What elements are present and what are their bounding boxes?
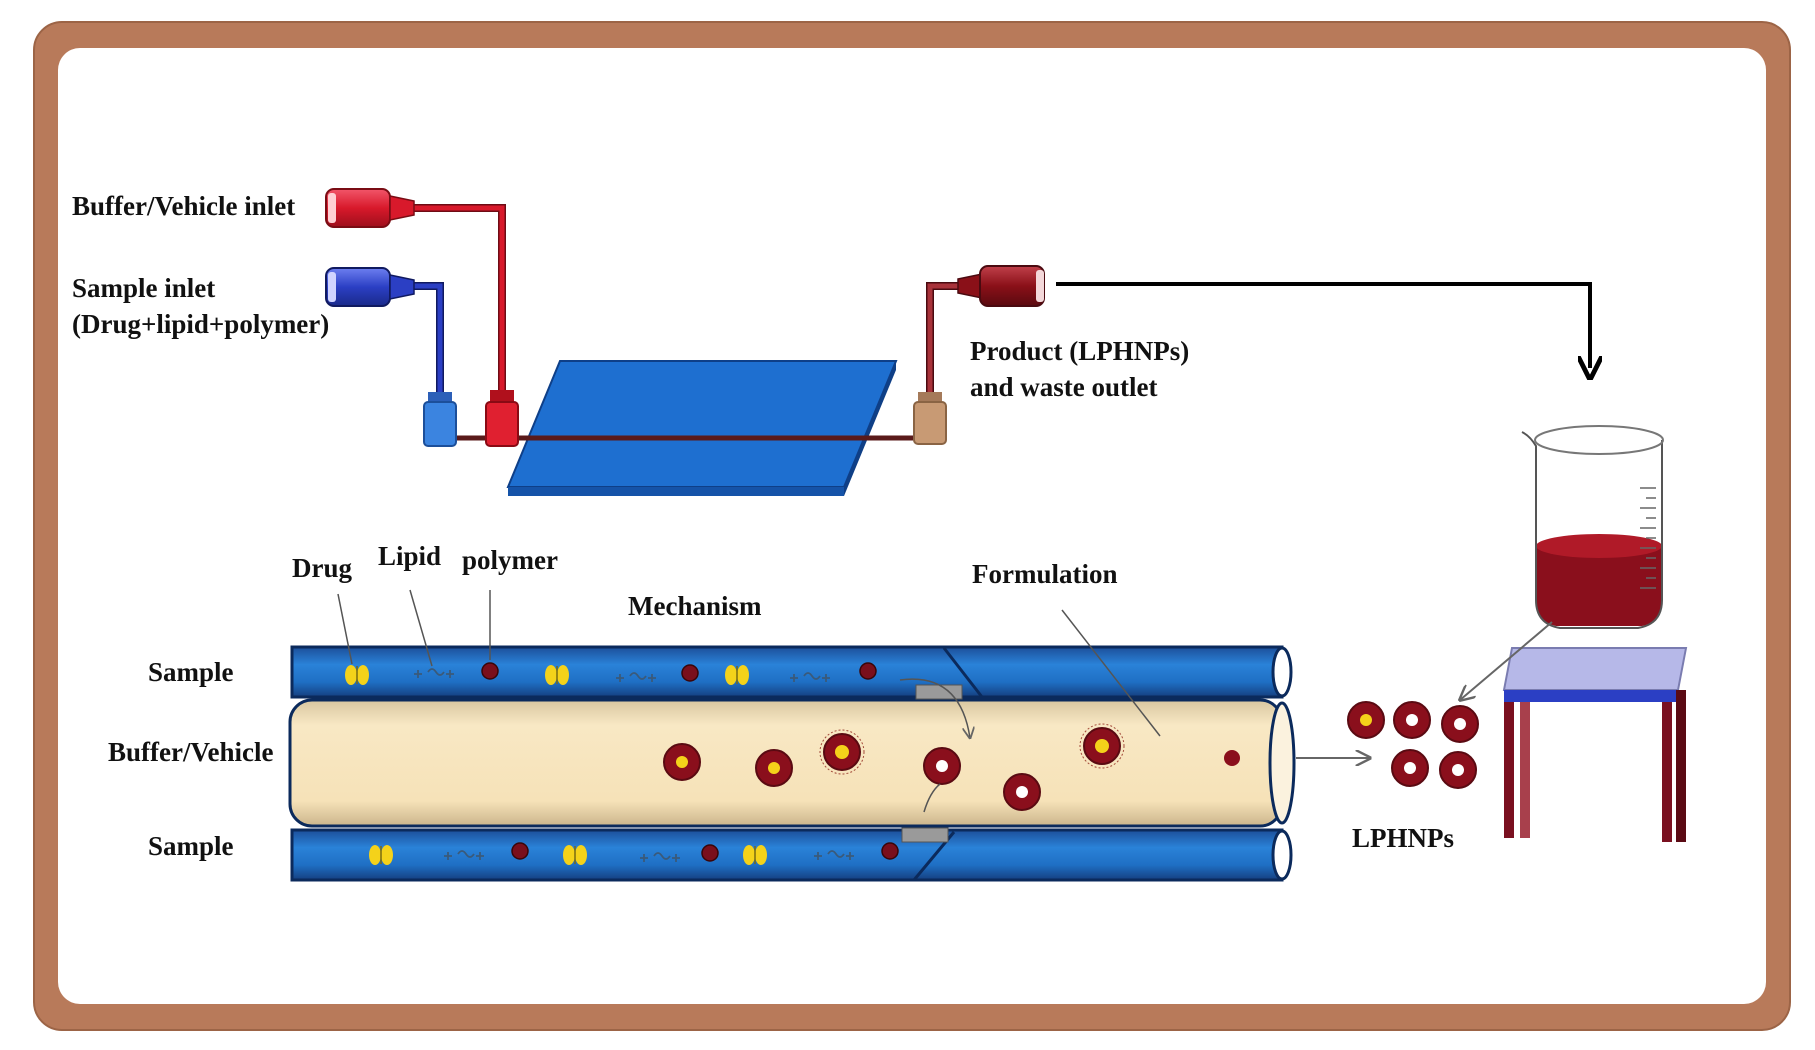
buffer-inlet-label: Buffer/Vehicle inlet xyxy=(72,191,296,221)
sample-inlet-plug-icon xyxy=(325,267,415,307)
polymer-label: polymer xyxy=(462,545,558,575)
output-nanoparticles xyxy=(1347,701,1479,789)
product-outlet-plug-icon xyxy=(957,265,1045,307)
mechanism-label: Mechanism xyxy=(628,591,762,621)
buffer-connector xyxy=(485,390,519,447)
table-icon xyxy=(1502,647,1688,842)
sample-inlet-label-line2: (Drug+lipid+polymer) xyxy=(72,309,330,339)
product-outlet-label-line1: Product (LPHNPs) xyxy=(970,336,1190,366)
label-leader-lines xyxy=(337,589,1161,737)
buffer-vehicle-label: Buffer/Vehicle xyxy=(108,737,274,767)
drug-label: Drug xyxy=(292,553,352,583)
beaker-icon xyxy=(1521,425,1664,629)
top-sample-channel xyxy=(290,645,1284,699)
collection-arrow xyxy=(1460,621,1553,700)
sample-tubing xyxy=(410,282,444,392)
formulation-label: Formulation xyxy=(972,559,1118,589)
microfluidic-chip-icon xyxy=(506,360,898,496)
buffer-tubing xyxy=(410,204,506,390)
nanoparticles-in-channel xyxy=(663,723,1240,811)
product-outlet-label: Product (LPHNPs) and waste outlet xyxy=(970,333,1189,405)
lipid-particles xyxy=(414,668,854,862)
drug-particles-bottom xyxy=(369,845,767,865)
sample-inlet-label: Sample inlet (Drug+lipid+polymer) xyxy=(72,270,329,342)
sample-top-label: Sample xyxy=(148,657,234,687)
arrow-down-icon xyxy=(1056,282,1590,368)
bottom-sample-channel xyxy=(290,828,1284,882)
mechanism-arrows xyxy=(899,678,970,813)
lipid-label: Lipid xyxy=(378,541,442,571)
lphnps-label: LPHNPs xyxy=(1352,823,1455,853)
buffer-inlet-plug-icon xyxy=(325,188,415,228)
sample-connector xyxy=(423,392,457,447)
outlet-connector xyxy=(913,392,947,445)
drug-particles-top xyxy=(345,665,749,685)
polymer-particles xyxy=(481,662,899,862)
sample-bottom-label: Sample xyxy=(148,831,234,861)
product-outlet-label-line2: and waste outlet xyxy=(970,372,1158,402)
sample-inlet-label-line1: Sample inlet xyxy=(72,273,216,303)
product-tubing xyxy=(926,282,958,430)
